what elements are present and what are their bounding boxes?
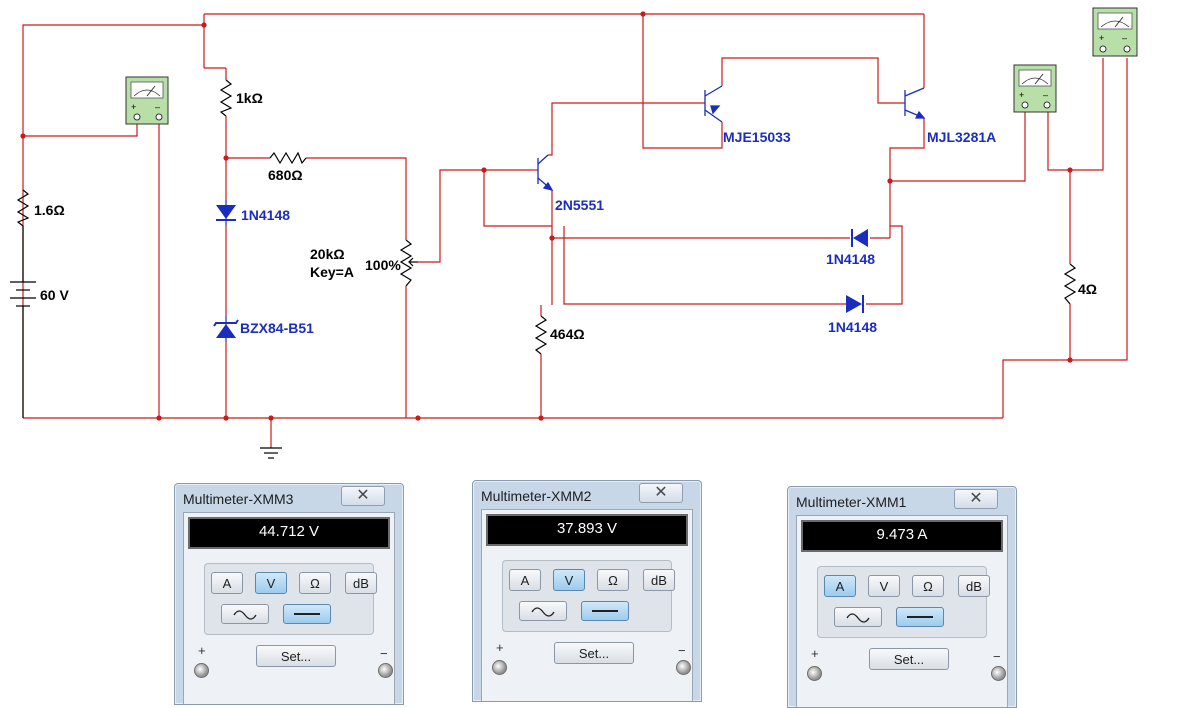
sine-wave-icon bbox=[233, 610, 257, 620]
multimeter-xmm2-window: Multimeter-XMM2 ✕ 37.893 V A V Ω dB + − … bbox=[472, 480, 702, 702]
mode-ampere-button[interactable]: A bbox=[211, 572, 243, 594]
diode-d3-icon bbox=[846, 295, 864, 313]
minus-sign: − bbox=[993, 649, 1001, 664]
meter-body: 37.893 V A V Ω dB + − Set... bbox=[481, 509, 693, 701]
minus-sign: − bbox=[380, 646, 388, 661]
label-diode-d3: 1N4148 bbox=[828, 319, 877, 335]
sine-wave-icon bbox=[846, 613, 870, 623]
multimeter-xmm1-window: Multimeter-XMM1 ✕ 9.473 A A V Ω dB + − S… bbox=[787, 486, 1017, 708]
close-button[interactable]: ✕ bbox=[639, 483, 683, 503]
label-pot-key: Key=A bbox=[310, 264, 354, 280]
plus-terminal[interactable] bbox=[194, 663, 209, 678]
mode-ohm-button[interactable]: Ω bbox=[912, 575, 944, 597]
set-button[interactable]: Set... bbox=[554, 642, 634, 664]
dc-wave-button[interactable] bbox=[581, 601, 629, 621]
plus-terminal[interactable] bbox=[492, 660, 507, 675]
window-title: Multimeter-XMM1 bbox=[796, 494, 907, 510]
svg-text:–: – bbox=[1043, 90, 1048, 100]
multimeter-xmm3-window: Multimeter-XMM3 ✕ 44.712 V A V Ω dB + − … bbox=[174, 483, 404, 705]
dc-wave-button[interactable] bbox=[283, 604, 331, 624]
label-r-1-6: 1.6Ω bbox=[34, 202, 65, 218]
label-battery: 60 V bbox=[40, 287, 69, 303]
control-panel: A V Ω dB bbox=[502, 560, 675, 632]
mode-db-button[interactable]: dB bbox=[958, 575, 990, 597]
label-pot-percent: 100% bbox=[365, 257, 401, 273]
minus-terminal[interactable] bbox=[676, 660, 691, 675]
svg-text:+: + bbox=[1019, 90, 1024, 100]
svg-text:+: + bbox=[131, 102, 136, 112]
zener-icon bbox=[213, 316, 239, 342]
mode-ampere-button[interactable]: A bbox=[509, 569, 541, 591]
window-title: Multimeter-XMM3 bbox=[183, 491, 294, 507]
resistor-464-icon bbox=[534, 315, 548, 355]
circuit-schematic: +– +– +– 1.6Ω 60 V 1kΩ 680Ω 1N4148 BZX84… bbox=[10, 7, 1138, 459]
meter-xmm2-icon: +– bbox=[1013, 64, 1057, 113]
label-r-load: 4Ω bbox=[1078, 281, 1097, 297]
plus-terminal[interactable] bbox=[807, 666, 822, 681]
meter-body: 9.473 A A V Ω dB + − Set... bbox=[796, 515, 1008, 707]
window-title: Multimeter-XMM2 bbox=[481, 488, 592, 504]
close-button[interactable]: ✕ bbox=[954, 489, 998, 509]
dc-line-icon bbox=[907, 616, 933, 618]
mode-db-button[interactable]: dB bbox=[345, 572, 377, 594]
resistor-1-6-icon bbox=[16, 189, 30, 227]
diode-d2-icon bbox=[851, 229, 868, 247]
label-r-464: 464Ω bbox=[550, 326, 585, 342]
dc-line-icon bbox=[592, 610, 618, 612]
label-diode-d1: 1N4148 bbox=[241, 207, 290, 223]
resistor-1k-icon bbox=[219, 79, 233, 117]
dc-line-icon bbox=[294, 613, 320, 615]
resistor-4-icon bbox=[1063, 263, 1077, 305]
dc-wave-button[interactable] bbox=[896, 607, 944, 627]
mode-volt-button[interactable]: V bbox=[553, 569, 585, 591]
control-panel: A V Ω dB bbox=[817, 566, 990, 638]
label-r-1k: 1kΩ bbox=[236, 90, 263, 106]
ac-wave-button[interactable] bbox=[221, 604, 269, 624]
mode-db-button[interactable]: dB bbox=[643, 569, 675, 591]
mode-ohm-button[interactable]: Ω bbox=[299, 572, 331, 594]
wires bbox=[22, 13, 1128, 448]
label-zener: BZX84-B51 bbox=[240, 320, 314, 336]
ac-wave-button[interactable] bbox=[519, 601, 567, 621]
transistor-mje15033-icon bbox=[704, 85, 723, 123]
reading-display: 37.893 V bbox=[486, 514, 688, 546]
potentiometer-icon bbox=[399, 239, 413, 287]
label-q-mje: MJE15033 bbox=[723, 129, 791, 145]
transistor-mjl3281a-icon bbox=[904, 87, 926, 119]
plus-sign: + bbox=[811, 646, 819, 661]
minus-terminal[interactable] bbox=[378, 663, 393, 678]
label-r-680: 680Ω bbox=[268, 167, 303, 183]
plus-sign: + bbox=[198, 643, 206, 658]
mode-ohm-button[interactable]: Ω bbox=[597, 569, 629, 591]
mode-ampere-button[interactable]: A bbox=[824, 575, 856, 597]
label-q-2n5551: 2N5551 bbox=[555, 197, 604, 213]
sine-wave-icon bbox=[531, 607, 555, 617]
minus-terminal[interactable] bbox=[991, 666, 1006, 681]
meter-xmm1-icon: +– bbox=[1092, 7, 1138, 57]
control-panel: A V Ω dB bbox=[204, 563, 377, 635]
reading-display: 9.473 A bbox=[801, 520, 1003, 552]
mode-volt-button[interactable]: V bbox=[255, 572, 287, 594]
transistor-2n5551-icon bbox=[537, 154, 554, 192]
resistor-symbols bbox=[10, 79, 1077, 459]
reading-display: 44.712 V bbox=[188, 517, 390, 549]
ac-wave-button[interactable] bbox=[834, 607, 882, 627]
resistor-680-icon bbox=[269, 151, 307, 165]
label-pot-value: 20kΩ bbox=[310, 246, 345, 262]
label-q-mjl: MJL3281A bbox=[927, 129, 996, 145]
mode-volt-button[interactable]: V bbox=[868, 575, 900, 597]
meter-body: 44.712 V A V Ω dB + − Set... bbox=[183, 512, 395, 704]
label-diode-d2: 1N4148 bbox=[826, 251, 875, 267]
set-button[interactable]: Set... bbox=[256, 645, 336, 667]
minus-sign: − bbox=[678, 643, 686, 658]
set-button[interactable]: Set... bbox=[869, 648, 949, 670]
diode-d1-icon bbox=[216, 200, 236, 226]
junction-dots bbox=[20, 11, 1073, 421]
svg-text:–: – bbox=[155, 102, 160, 112]
plus-sign: + bbox=[496, 640, 504, 655]
svg-text:+: + bbox=[1099, 33, 1104, 43]
svg-text:–: – bbox=[1122, 33, 1127, 43]
meter-xmm3-icon: +– bbox=[125, 76, 169, 125]
close-button[interactable]: ✕ bbox=[341, 486, 385, 506]
